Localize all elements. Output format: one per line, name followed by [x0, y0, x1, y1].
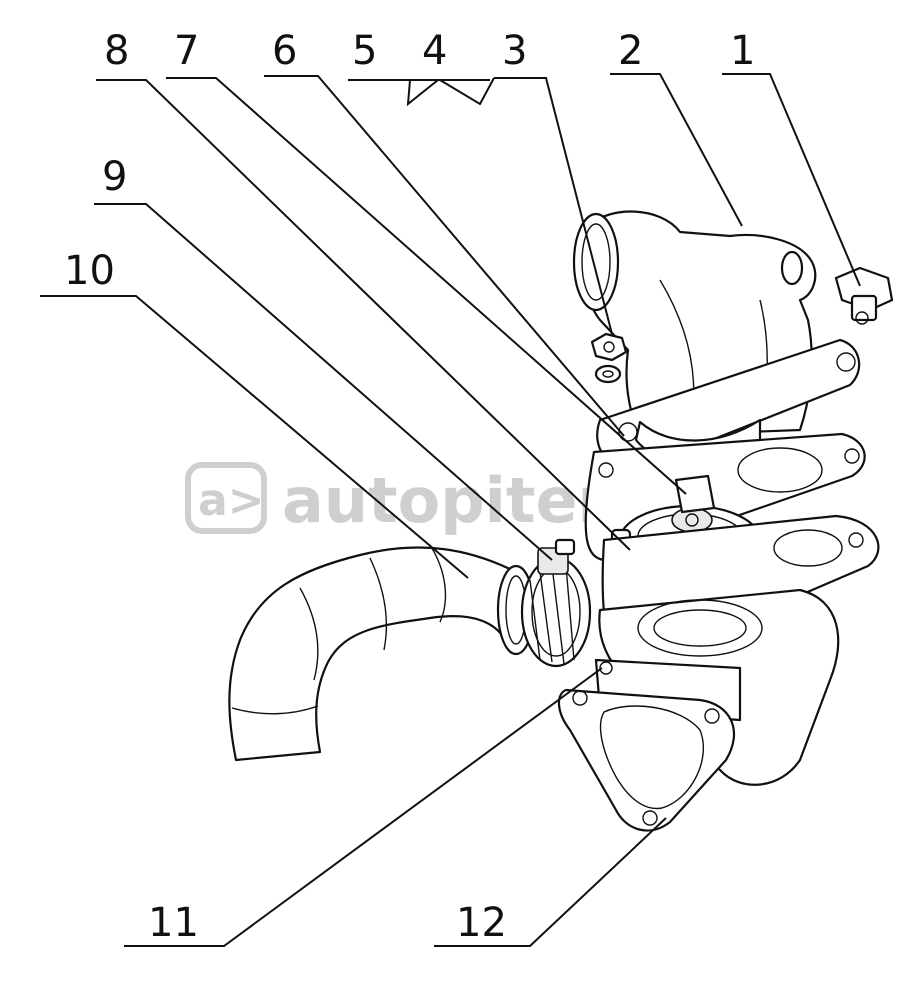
callout-2: 2 — [618, 28, 643, 74]
callout-9: 9 — [102, 154, 127, 200]
leader-11 — [124, 667, 603, 947]
leader-10 — [40, 295, 469, 579]
leader-7 — [166, 77, 687, 495]
leader-2 — [610, 73, 743, 227]
nut-and-washer — [590, 332, 628, 384]
leader-12 — [434, 817, 667, 947]
callout-7: 7 — [174, 28, 199, 74]
leader-345-bracket — [348, 77, 495, 107]
leader-6 — [264, 75, 625, 437]
callout-numbers: 1 2 3 4 5 6 7 8 9 10 11 12 — [64, 28, 755, 946]
leader-9 — [94, 203, 553, 561]
watermark-logo-box — [185, 462, 267, 534]
callout-5: 5 — [352, 28, 377, 74]
leader-8 — [96, 79, 631, 551]
callout-6: 6 — [272, 28, 297, 74]
hose — [228, 544, 536, 762]
callout-12: 12 — [456, 900, 507, 946]
hose-clamp — [520, 538, 592, 668]
watermark-logo: a> — [198, 475, 265, 526]
leader-1 — [722, 73, 861, 287]
leader-lines — [40, 73, 861, 947]
leader-3 — [494, 77, 613, 335]
callout-10: 10 — [64, 248, 115, 294]
callout-11: 11 — [148, 900, 199, 946]
callout-1: 1 — [730, 28, 755, 74]
callout-8: 8 — [104, 28, 129, 74]
callout-4: 4 — [422, 28, 447, 74]
flange — [557, 688, 736, 832]
callout-3: 3 — [502, 28, 527, 74]
bolt — [834, 266, 894, 325]
